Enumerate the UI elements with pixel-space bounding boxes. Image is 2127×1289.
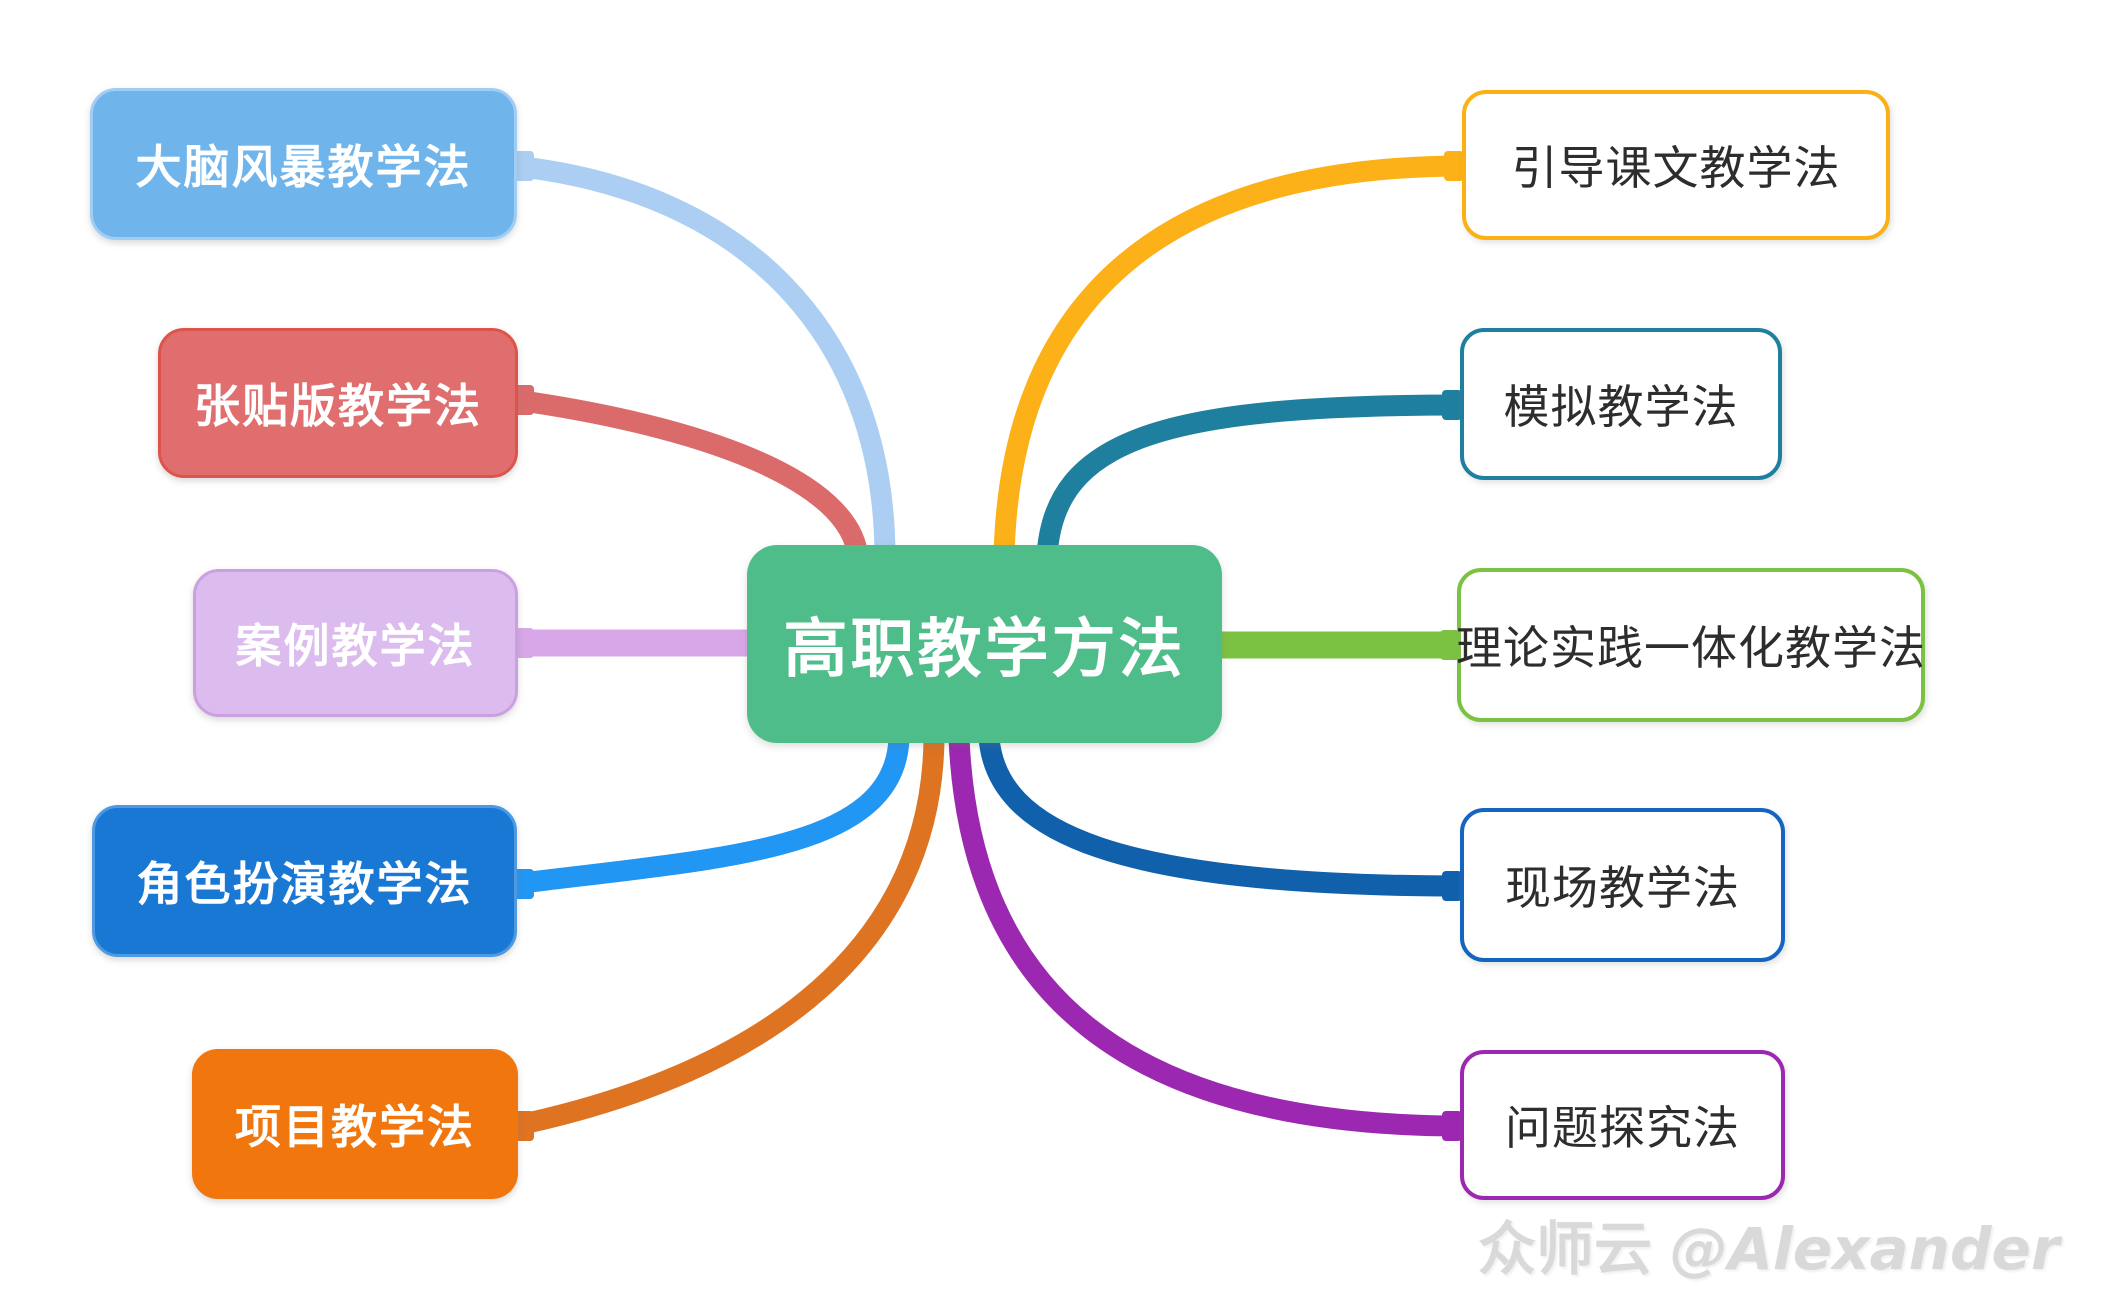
node-roleplay[interactable]: 角色扮演教学法 bbox=[92, 805, 517, 957]
node-poster[interactable]: 张贴版教学法 bbox=[158, 328, 518, 478]
node-poster-label: 张贴版教学法 bbox=[194, 379, 482, 433]
curve-simulation bbox=[1036, 394, 1463, 557]
stub-theory-practice bbox=[1440, 630, 1460, 660]
node-roleplay-label: 角色扮演教学法 bbox=[136, 857, 473, 911]
node-brainstorm[interactable]: 大脑风暴教学法 bbox=[90, 88, 517, 240]
curve-onsite bbox=[978, 736, 1463, 897]
node-onsite-label: 现场教学法 bbox=[1505, 861, 1740, 915]
node-guided-text-label: 引导课文教学法 bbox=[1511, 141, 1841, 195]
node-inquiry[interactable]: 问题探究法 bbox=[1460, 1050, 1785, 1200]
node-inquiry-label: 问题探究法 bbox=[1505, 1101, 1740, 1155]
curve-poster bbox=[514, 389, 869, 560]
node-simulation[interactable]: 模拟教学法 bbox=[1460, 328, 1782, 480]
curve-inquiry bbox=[948, 737, 1463, 1137]
node-onsite[interactable]: 现场教学法 bbox=[1460, 808, 1785, 962]
node-project[interactable]: 项目教学法 bbox=[192, 1049, 518, 1199]
stub-onsite bbox=[1442, 871, 1462, 901]
node-brainstorm-label: 大脑风暴教学法 bbox=[135, 140, 472, 194]
node-theory-practice-label: 理论实践一体化教学法 bbox=[1456, 621, 1926, 675]
node-case[interactable]: 案例教学法 bbox=[193, 569, 518, 717]
node-central-topic[interactable]: 高职教学方法 bbox=[747, 545, 1222, 743]
curve-project bbox=[511, 737, 945, 1137]
watermark-brand: 众师云 bbox=[1478, 1215, 1653, 1283]
stub-simulation bbox=[1442, 390, 1462, 420]
watermark: 众师云@Alexander bbox=[1478, 1215, 2060, 1283]
curve-brainstorm bbox=[512, 155, 896, 559]
curve-roleplay bbox=[512, 737, 910, 895]
node-guided-text[interactable]: 引导课文教学法 bbox=[1462, 90, 1890, 240]
node-case-label: 案例教学法 bbox=[235, 619, 476, 673]
central-topic-label: 高职教学方法 bbox=[783, 613, 1186, 687]
node-theory-practice[interactable]: 理论实践一体化教学法 bbox=[1456, 568, 1926, 722]
stub-guided-text bbox=[1444, 151, 1464, 181]
node-project-label: 项目教学法 bbox=[235, 1100, 475, 1154]
curve-guided-text bbox=[993, 155, 1465, 557]
watermark-handle: @Alexander bbox=[1670, 1215, 2060, 1283]
node-simulation-label: 模拟教学法 bbox=[1503, 380, 1739, 434]
stub-inquiry bbox=[1442, 1111, 1462, 1141]
